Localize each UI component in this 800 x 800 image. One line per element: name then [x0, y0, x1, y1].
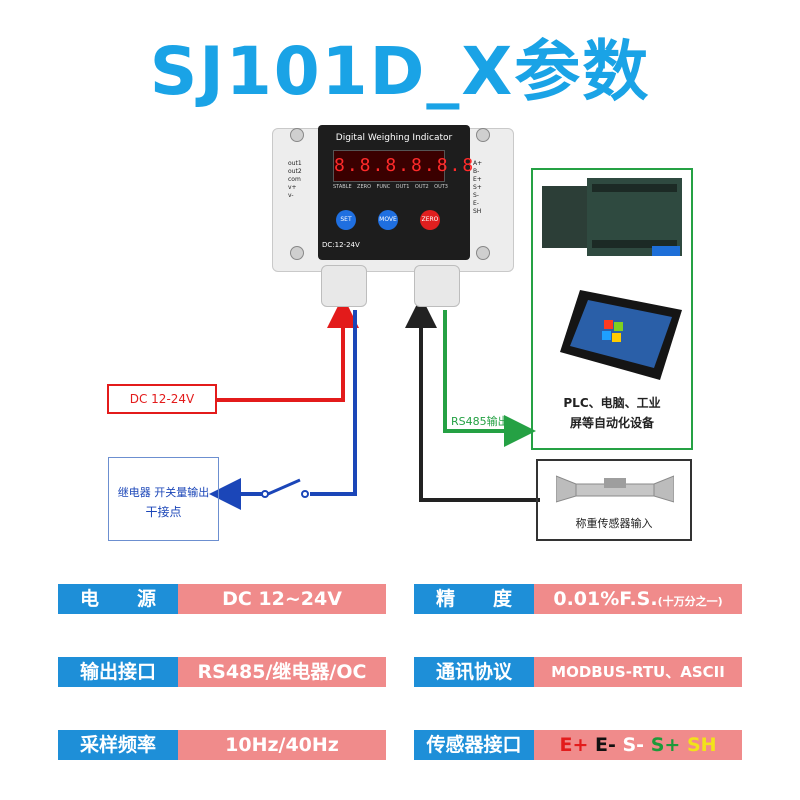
spec-label-protocol: 通讯协议 — [414, 657, 534, 687]
terminal-label: SH — [473, 208, 482, 215]
terminal-label: v+ — [288, 184, 297, 191]
sensor-pin: S+ — [650, 734, 681, 756]
terminal-label: S+ — [473, 184, 482, 191]
spec-label-output: 输出接口 — [58, 657, 178, 687]
right-terminal-block: A+ B- E+ S+ S- E- SH — [473, 160, 489, 216]
terminal-label: B- — [473, 168, 480, 175]
led-indicators: STABLE ZERO FUNC OUT1 OUT2 OUT3 — [333, 184, 448, 194]
screw-icon — [290, 246, 304, 260]
terminal-label: S- — [473, 192, 479, 199]
spec-label-rate: 采样频率 — [58, 730, 178, 760]
terminal-label: v- — [288, 192, 294, 199]
sensor-pin: E- — [595, 734, 616, 756]
device-panel — [318, 125, 470, 260]
terminal-label: com — [288, 176, 301, 183]
power-supply-box: DC 12-24V — [107, 384, 217, 414]
lcd-display: 8.8.8.8.8.8 — [333, 150, 473, 182]
automation-device-label: PLC、电脑、工业 屏等自动化设备 — [531, 393, 693, 433]
spec-label-power: 电 源 — [58, 584, 178, 614]
relay-contact-label: 干接点 — [145, 505, 182, 519]
led-label: STABLE — [333, 184, 352, 190]
sensor-pin: S- — [622, 734, 645, 756]
zero-button[interactable]: ZERO — [420, 210, 440, 230]
spec-value-output: RS485/继电器/OC — [178, 657, 386, 687]
precision-note: (十万分之一) — [657, 595, 723, 608]
cable-gland-right — [414, 265, 460, 307]
terminal-label: out1 — [288, 160, 302, 167]
spec-value-protocol: MODBUS-RTU、ASCII — [534, 657, 742, 687]
spec-value-power: DC 12~24V — [178, 584, 386, 614]
led-label: FUNC — [376, 184, 391, 190]
load-cell-icon — [556, 475, 674, 503]
sensor-input-label: 称重传感器输入 — [575, 517, 653, 530]
power-wire — [217, 296, 359, 402]
spec-value-precision: 0.01%F.S.(十万分之一) — [534, 584, 742, 614]
spec-value-rate: 10Hz/40Hz — [178, 730, 386, 760]
move-button[interactable]: MOVE — [378, 210, 398, 230]
cable-gland-left — [321, 265, 367, 307]
led-label: OUT2 — [414, 184, 429, 190]
spec-label-precision: 精 度 — [414, 584, 534, 614]
plc-icon — [542, 178, 682, 256]
panel-title: Digital Weighing Indicator — [335, 133, 453, 143]
led-label: OUT1 — [395, 184, 410, 190]
automation-device-box — [531, 168, 693, 450]
rs485-wire — [443, 310, 536, 447]
led-label: ZERO — [357, 184, 372, 190]
relay-output-box — [108, 457, 219, 541]
load-sensor-box — [536, 459, 692, 541]
relay-wire — [310, 310, 357, 496]
terminal-label: out2 — [288, 168, 302, 175]
spec-value-sensor-pins: E+ E- S- S+ SH — [534, 730, 742, 760]
screw-icon — [476, 246, 490, 260]
screw-icon — [290, 128, 304, 142]
sensor-pin: E+ — [559, 734, 589, 756]
terminal-label: A+ — [473, 160, 483, 167]
terminal-label: E- — [473, 200, 479, 207]
relay-label: 继电器 开关量输出 — [117, 486, 210, 499]
device-power-label: DC:12-24V — [322, 241, 360, 249]
automation-line-2: 屏等自动化设备 — [569, 416, 654, 430]
sensor-wire — [405, 296, 540, 502]
precision-value: 0.01%F.S. — [553, 588, 658, 610]
set-button[interactable]: SET — [336, 210, 356, 230]
led-label: OUT3 — [434, 184, 448, 190]
sensor-pin: SH — [686, 734, 717, 756]
screw-icon — [476, 128, 490, 142]
left-terminal-block: out1 out2 com v+ v- — [288, 160, 314, 200]
relay-switch — [267, 478, 301, 496]
automation-line-1: PLC、电脑、工业 — [563, 396, 661, 410]
spec-label-sensor: 传感器接口 — [414, 730, 534, 760]
page-title: SJ101D_X参数 — [149, 33, 651, 110]
tablet-icon — [560, 290, 682, 380]
rs485-label: RS485输出 — [451, 415, 509, 428]
terminal-label: E+ — [473, 176, 482, 183]
